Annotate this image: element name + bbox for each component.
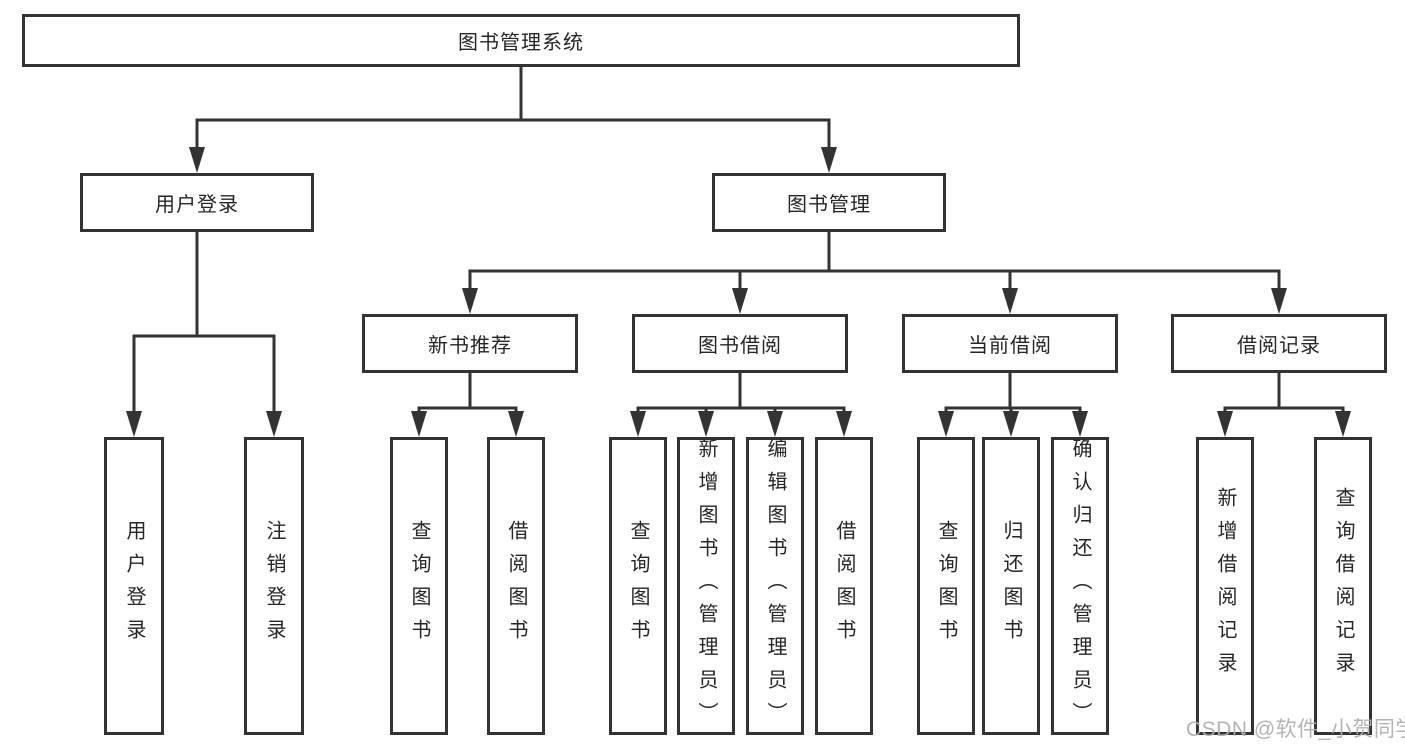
leaf-confirm-return-admin-label: 确认归还（管理员）: [1069, 437, 1091, 735]
leaf-query-books-2-label: 查询图书: [627, 520, 649, 652]
leaf-borrow-books-2: 借阅图书: [815, 437, 873, 735]
leaf-logout-label: 注销登录: [263, 520, 285, 652]
leaf-borrow-books-1: 借阅图书: [487, 437, 545, 735]
leaf-add-borrow-record-label: 新增借阅记录: [1214, 487, 1236, 685]
leaf-borrow-books-1-label: 借阅图书: [505, 520, 527, 652]
leaf-query-books-3-label: 查询图书: [935, 520, 957, 652]
arrowheads: [126, 147, 1351, 437]
leaf-return-books: 归还图书: [982, 437, 1040, 735]
node-borrow-records: 借阅记录: [1171, 314, 1387, 373]
leaf-query-books-1: 查询图书: [390, 437, 448, 735]
node-library-management-system: 图书管理系统: [22, 14, 1020, 67]
leaf-query-books-2: 查询图书: [609, 437, 667, 735]
leaf-return-books-label: 归还图书: [1000, 520, 1022, 652]
leaf-add-borrow-record: 新增借阅记录: [1196, 437, 1254, 735]
leaf-query-borrow-record: 查询借阅记录: [1314, 437, 1372, 735]
node-current-borrow: 当前借阅: [902, 314, 1118, 373]
leaf-user-login: 用户登录: [104, 437, 164, 735]
watermark: CSDN @软件_小贺同学: [1186, 718, 1405, 741]
leaf-confirm-return-admin: 确认归还（管理员）: [1051, 437, 1109, 735]
leaf-user-login-label: 用户登录: [123, 520, 145, 652]
leaf-add-books-admin-label: 新增图书（管理员）: [695, 437, 717, 735]
leaf-query-books-3: 查询图书: [917, 437, 975, 735]
leaf-add-books-admin: 新增图书（管理员）: [677, 437, 735, 735]
node-new-book-recommend: 新书推荐: [362, 314, 578, 373]
node-user-login: 用户登录: [80, 173, 314, 232]
leaf-borrow-books-2-label: 借阅图书: [833, 520, 855, 652]
leaf-logout: 注销登录: [244, 437, 304, 735]
leaf-edit-books-admin: 编辑图书（管理员）: [746, 437, 804, 735]
node-book-borrow: 图书借阅: [632, 314, 848, 373]
leaf-edit-books-admin-label: 编辑图书（管理员）: [764, 437, 786, 735]
node-book-management: 图书管理: [712, 173, 946, 232]
leaf-query-books-1-label: 查询图书: [408, 520, 430, 652]
leaf-query-borrow-record-label: 查询借阅记录: [1332, 487, 1354, 685]
